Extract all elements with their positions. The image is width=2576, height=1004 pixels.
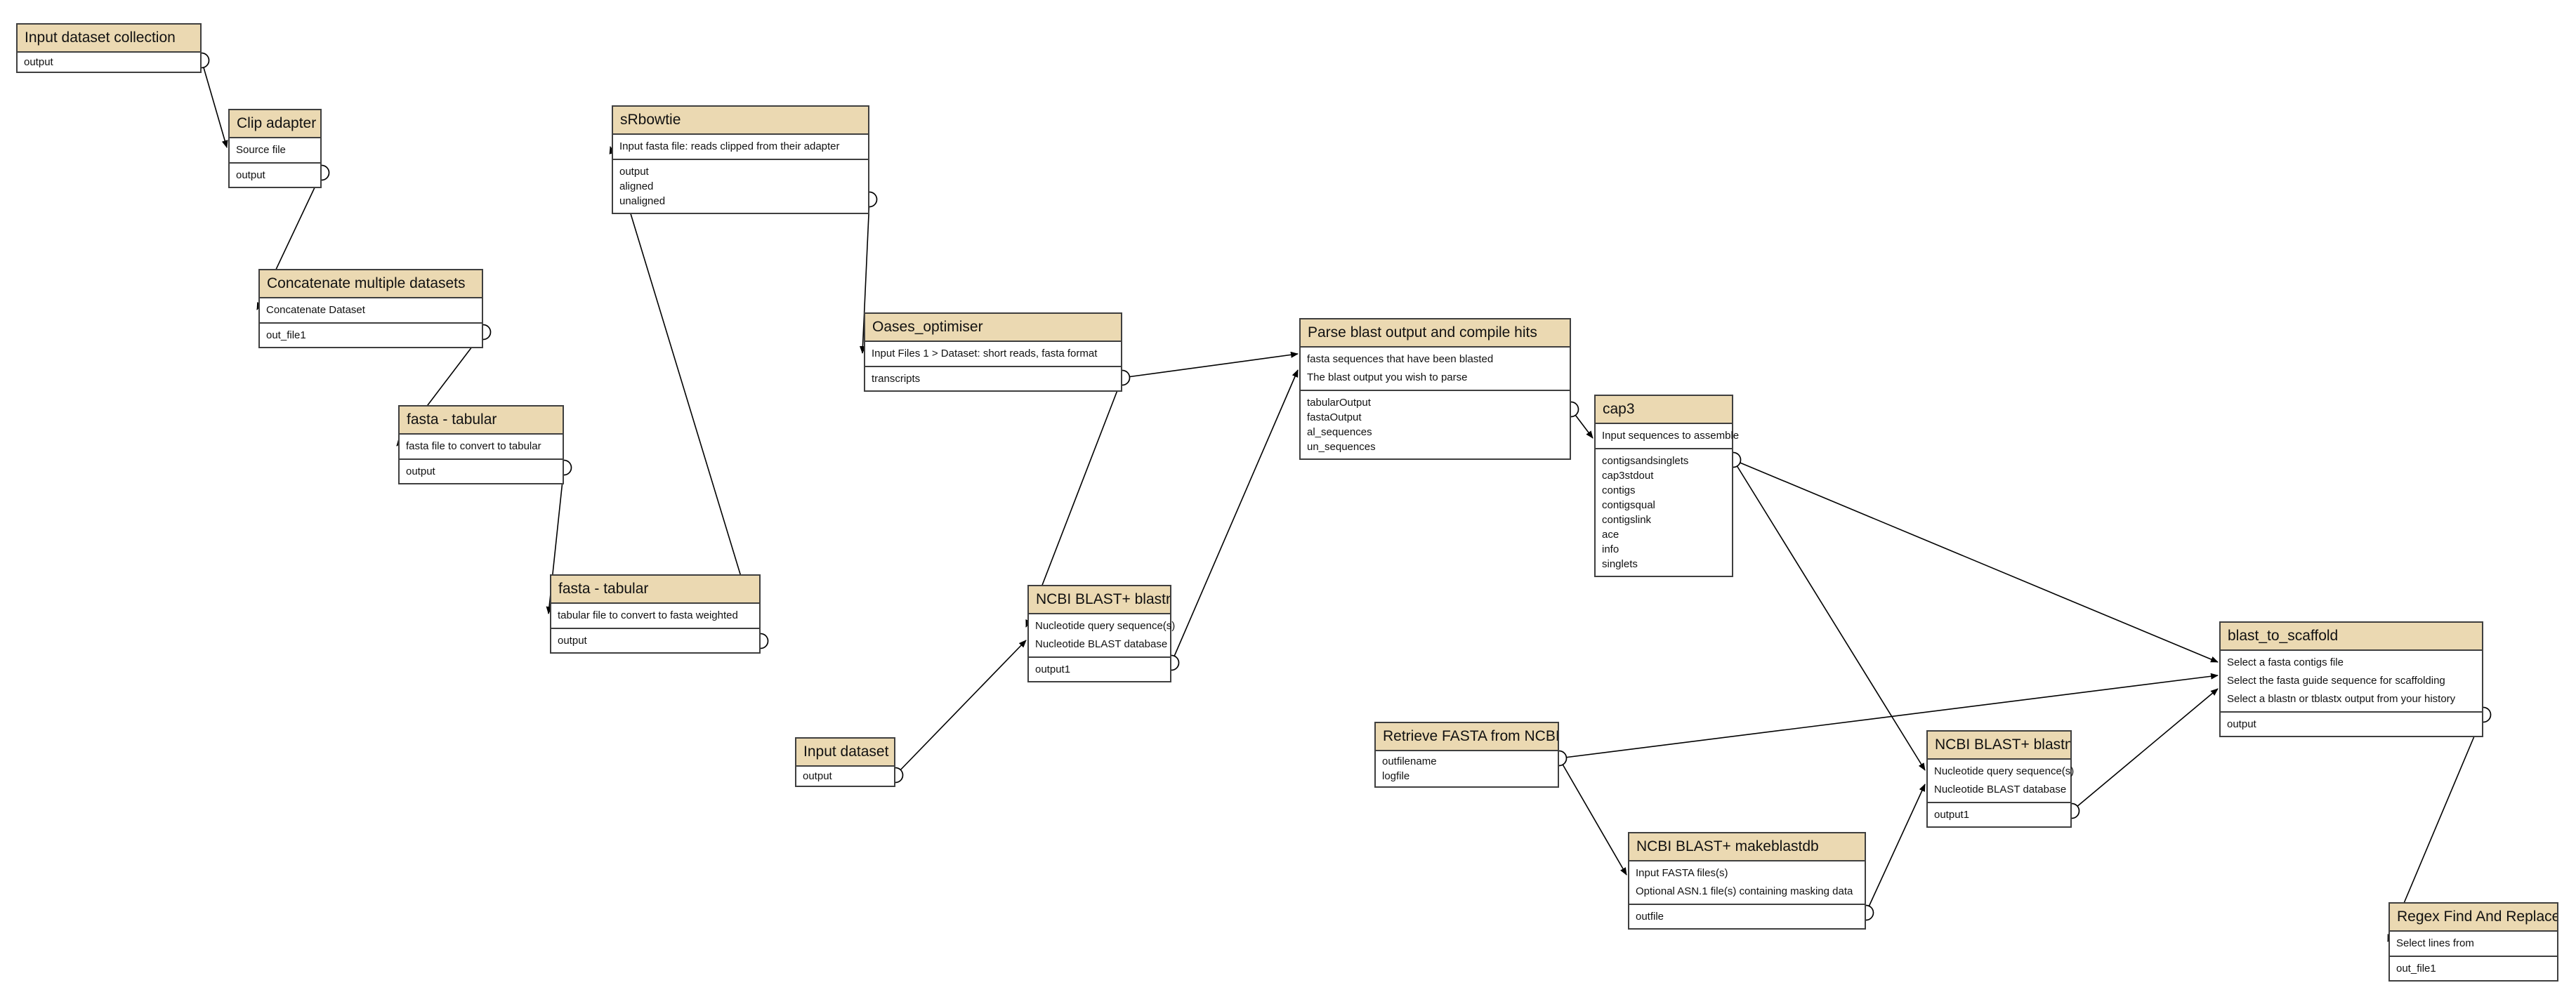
connection — [2071, 688, 2219, 812]
input-terminal[interactable]: Input sequences to assemble — [1602, 430, 1740, 442]
input-terminal[interactable]: fasta sequences that have been blasted — [1307, 353, 1494, 365]
input-terminal[interactable]: Nucleotide BLAST database — [1035, 638, 1168, 650]
node-parse-blast-output[interactable]: Parse blast output and compile hits fast… — [1299, 318, 1571, 460]
connection — [1570, 409, 1593, 439]
output-terminal[interactable]: ace — [1602, 529, 1619, 541]
connection — [201, 60, 228, 148]
connection — [609, 146, 761, 642]
input-terminal[interactable]: Select lines from — [2396, 937, 2474, 949]
node-blast-to-scaffold[interactable]: blast_to_scaffold Select a fasta contigs… — [2219, 621, 2483, 737]
node-title[interactable]: fasta - tabular — [400, 407, 563, 435]
input-terminal[interactable]: Nucleotide BLAST database — [1934, 784, 2067, 795]
output-terminal[interactable]: al_sequences — [1307, 426, 1372, 438]
input-terminal[interactable]: Optional ASN.1 file(s) containing maskin… — [1636, 885, 1853, 897]
connection — [1733, 459, 2219, 663]
node-title[interactable]: Concatenate multiple datasets — [260, 270, 482, 298]
node-ncbi-blastn-2[interactable]: NCBI BLAST+ blastn Nucleotide query sequ… — [1926, 730, 2075, 828]
node-fasta-tabular-1[interactable]: fasta - tabular fasta file to convert to… — [398, 405, 564, 484]
node-clip-adapter[interactable]: Clip adapter Source file output — [228, 109, 322, 188]
output-terminal[interactable]: output — [558, 635, 587, 647]
connection — [1122, 351, 1299, 378]
input-terminal[interactable]: Select a blastn or tblastx output from y… — [2227, 693, 2456, 705]
node-title[interactable]: NCBI BLAST+ makeblastdb — [1629, 833, 1865, 861]
output-terminal[interactable]: output1 — [1035, 663, 1071, 675]
output-terminal[interactable]: output — [619, 166, 649, 178]
node-title[interactable]: Retrieve FASTA from NCBI — [1376, 723, 1558, 751]
connection — [1865, 784, 1926, 913]
connection — [1733, 459, 1926, 771]
node-title[interactable]: Regex Find And Replace — [2390, 904, 2557, 932]
output-terminal[interactable]: tabularOutput — [1307, 397, 1371, 409]
output-terminal[interactable]: contigsandsinglets — [1602, 455, 1689, 467]
node-ncbi-makeblastdb[interactable]: NCBI BLAST+ makeblastdb Input FASTA file… — [1628, 832, 1866, 930]
output-terminal[interactable]: output1 — [1934, 809, 1970, 821]
connection — [1558, 673, 2219, 759]
output-terminal[interactable]: output — [2227, 718, 2256, 730]
node-title[interactable]: blast_to_scaffold — [2221, 623, 2482, 651]
output-terminal[interactable]: aligned — [619, 180, 654, 192]
node-title[interactable]: fasta - tabular — [551, 576, 759, 604]
node-input-dataset[interactable]: Input dataset output — [795, 737, 895, 787]
output-terminal[interactable]: logfile — [1382, 770, 1410, 782]
node-fasta-tabular-2[interactable]: fasta - tabular tabular file to convert … — [550, 574, 761, 654]
input-terminal[interactable]: Nucleotide query sequence(s) — [1934, 765, 2075, 777]
output-terminal[interactable]: out_file1 — [266, 329, 306, 341]
node-title[interactable]: NCBI BLAST+ blastn — [1928, 732, 2070, 760]
connection — [1558, 758, 1627, 876]
output-terminal[interactable]: cap3stdout — [1602, 470, 1654, 482]
node-cap3[interactable]: cap3 Input sequences to assemble contigs… — [1594, 395, 1740, 577]
input-terminal[interactable]: Select a fasta contigs file — [2227, 656, 2344, 668]
input-terminal[interactable]: Concatenate Dataset — [266, 304, 365, 316]
output-terminal[interactable]: contigsqual — [1602, 499, 1655, 511]
input-terminal[interactable]: Select the fasta guide sequence for scaf… — [2227, 675, 2445, 687]
output-terminal[interactable]: unaligned — [619, 195, 666, 207]
output-terminal[interactable]: out_file1 — [2396, 963, 2436, 975]
input-terminal[interactable]: Nucleotide query sequence(s) — [1035, 620, 1176, 632]
input-terminal[interactable]: Source file — [236, 144, 286, 156]
input-terminal[interactable]: The blast output you wish to parse — [1307, 371, 1468, 383]
node-title[interactable]: cap3 — [1596, 396, 1732, 424]
node-title[interactable]: Input dataset — [796, 739, 894, 767]
output-terminal[interactable]: contigslink — [1602, 514, 1652, 526]
node-title[interactable]: Clip adapter — [230, 110, 320, 138]
output-terminal[interactable]: output — [406, 465, 435, 477]
output-terminal[interactable]: output — [803, 770, 832, 782]
node-retrieve-fasta-from-ncbi[interactable]: Retrieve FASTA from NCBI outfilename log… — [1374, 722, 1559, 788]
node-srbowtie[interactable]: sRbowtie Input fasta file: reads clipped… — [612, 105, 869, 214]
node-title[interactable]: sRbowtie — [613, 107, 868, 135]
output-terminal[interactable]: contigs — [1602, 484, 1636, 496]
output-terminal[interactable]: output — [236, 169, 265, 181]
output-terminal[interactable]: singlets — [1602, 558, 1638, 570]
connection — [895, 640, 1027, 776]
node-title[interactable]: Input dataset collection — [18, 25, 200, 53]
node-oases-optimiser[interactable]: Oases_optimiser Input Files 1 > Dataset:… — [864, 312, 1122, 392]
output-terminal[interactable]: outfilename — [1382, 755, 1437, 767]
connection — [1171, 369, 1299, 663]
output-terminal[interactable]: outfile — [1636, 911, 1664, 923]
input-terminal[interactable]: tabular file to convert to fasta weighte… — [558, 609, 738, 621]
node-input-dataset-collection[interactable]: Input dataset collection output — [16, 23, 202, 73]
node-regex-find-and-replace[interactable]: Regex Find And Replace Select lines from… — [2388, 902, 2558, 982]
node-ncbi-blastn-1[interactable]: NCBI BLAST+ blastn Nucleotide query sequ… — [1027, 585, 1176, 682]
input-terminal[interactable]: Input Files 1 > Dataset: short reads, fa… — [872, 348, 1098, 359]
node-concatenate-multiple-datasets[interactable]: Concatenate multiple datasets Concatenat… — [258, 269, 483, 348]
output-terminal[interactable]: info — [1602, 543, 1619, 555]
output-terminal[interactable]: fastaOutput — [1307, 411, 1362, 423]
node-title[interactable]: Parse blast output and compile hits — [1301, 319, 1570, 348]
output-terminal[interactable]: transcripts — [872, 373, 921, 385]
input-terminal[interactable]: Input FASTA files(s) — [1636, 867, 1728, 879]
output-terminal[interactable]: un_sequences — [1307, 441, 1376, 453]
input-terminal[interactable]: fasta file to convert to tabular — [406, 440, 541, 452]
node-title[interactable]: Oases_optimiser — [865, 314, 1121, 342]
input-terminal[interactable]: Input fasta file: reads clipped from the… — [619, 140, 840, 152]
node-title[interactable]: NCBI BLAST+ blastn — [1029, 586, 1170, 614]
output-terminal[interactable]: output — [24, 56, 53, 68]
